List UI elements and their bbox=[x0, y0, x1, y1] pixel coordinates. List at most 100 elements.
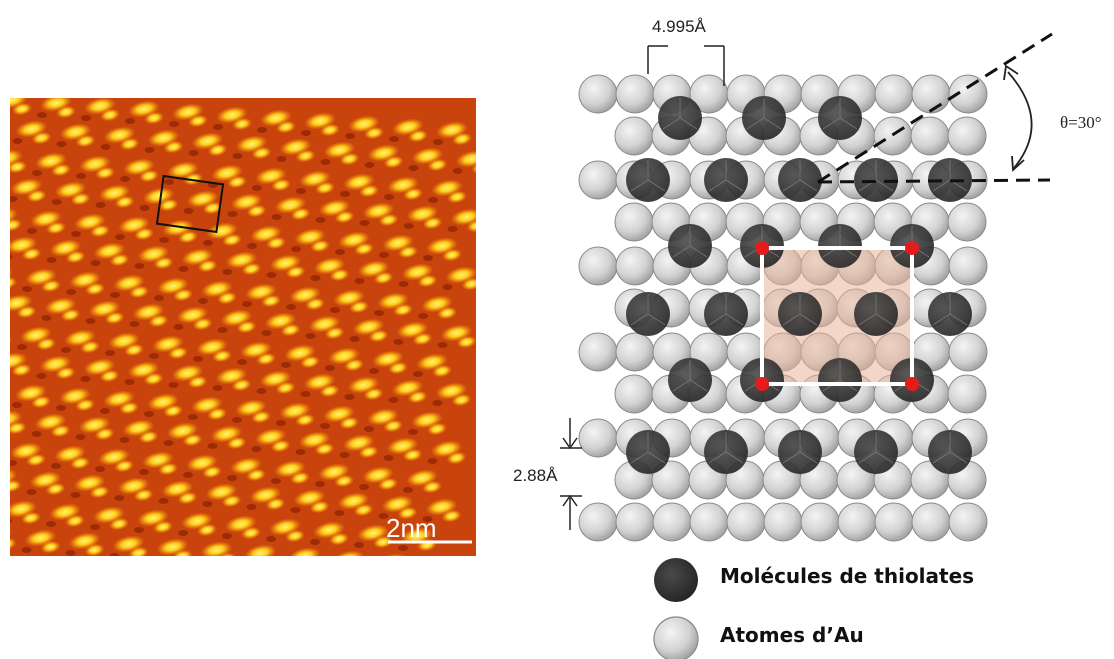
stm-spot bbox=[203, 222, 242, 247]
au-atom bbox=[874, 74, 914, 114]
stm-spot bbox=[100, 126, 140, 151]
stm-spot bbox=[0, 379, 8, 407]
thiolate-molecule bbox=[626, 292, 670, 336]
thiolate-molecule bbox=[778, 430, 822, 474]
stm-spot bbox=[271, 196, 311, 221]
au-atom bbox=[726, 502, 766, 542]
stm-spot bbox=[422, 498, 462, 523]
stm-spot bbox=[149, 335, 188, 360]
au-atom bbox=[614, 202, 654, 242]
legend: Molécules de thiolates Atomes d’Au bbox=[653, 558, 974, 659]
stm-spot bbox=[10, 352, 32, 377]
au-atom bbox=[578, 160, 618, 200]
au-atom bbox=[947, 202, 987, 242]
au-atom bbox=[874, 502, 914, 542]
stm-spot bbox=[374, 292, 413, 317]
stm-spot bbox=[208, 164, 247, 189]
stm-spot bbox=[188, 396, 227, 421]
stm-spot bbox=[301, 112, 340, 137]
stm-spot bbox=[163, 422, 203, 447]
stm-spot bbox=[56, 387, 95, 412]
stm-spot bbox=[291, 228, 330, 253]
thiolate-molecule bbox=[626, 430, 670, 474]
au-atom bbox=[947, 116, 987, 156]
thiolate-legend-icon bbox=[654, 558, 698, 602]
stm-spot bbox=[345, 115, 384, 140]
thiolate-molecule bbox=[658, 96, 702, 140]
stm-spot bbox=[31, 413, 71, 438]
stm-spot bbox=[266, 518, 305, 543]
stm-spot-pattern bbox=[0, 98, 476, 556]
au-atom bbox=[947, 374, 987, 414]
thiolate-molecule bbox=[704, 158, 748, 202]
stm-spot bbox=[183, 454, 222, 479]
thiolate-molecule bbox=[704, 430, 748, 474]
stm-spot bbox=[70, 474, 110, 499]
stm-spot bbox=[388, 379, 428, 404]
stm-unit-cell-box bbox=[155, 174, 225, 234]
stm-spot bbox=[178, 512, 217, 537]
stm-spot bbox=[10, 265, 17, 290]
stm-spot bbox=[120, 158, 159, 183]
stm-spot bbox=[75, 416, 115, 441]
stm-spot bbox=[276, 402, 315, 427]
stm-spot bbox=[227, 193, 267, 218]
stm-spot bbox=[339, 434, 379, 459]
stm-image: 2nm bbox=[0, 98, 476, 556]
stm-spot bbox=[261, 312, 301, 337]
stm-spot bbox=[315, 463, 354, 488]
thiolate-molecule bbox=[818, 358, 862, 402]
stm-spot bbox=[46, 503, 85, 528]
stm-spot bbox=[403, 469, 442, 494]
thiolate-molecule bbox=[854, 158, 898, 202]
stm-spot bbox=[154, 277, 193, 302]
thiolate-molecule bbox=[854, 292, 898, 336]
stm-spot bbox=[418, 295, 457, 320]
au-atom bbox=[873, 116, 913, 156]
stm-spot bbox=[344, 376, 384, 401]
stm-spot bbox=[41, 297, 81, 322]
stm-spot bbox=[266, 254, 306, 279]
au-atom bbox=[578, 246, 618, 286]
angle-arc bbox=[1007, 71, 1033, 169]
stm-spot bbox=[36, 355, 76, 380]
stm-spot bbox=[378, 495, 418, 520]
stm-spot bbox=[413, 353, 452, 378]
au-atom bbox=[911, 74, 951, 114]
stm-spot bbox=[10, 98, 32, 116]
stm-spot bbox=[10, 178, 47, 203]
stm-spot bbox=[17, 326, 56, 351]
stm-spot bbox=[383, 437, 423, 462]
angle-ray-horizontal bbox=[817, 178, 1051, 184]
angle-annotation: θ=30° bbox=[817, 32, 1102, 184]
au-atom bbox=[615, 74, 655, 114]
dimension-arrow bbox=[562, 494, 578, 507]
stm-spot bbox=[237, 341, 276, 366]
thiolate-molecule bbox=[928, 292, 972, 336]
stm-spot bbox=[144, 393, 183, 418]
stm-spot bbox=[217, 309, 257, 334]
stm-spot bbox=[349, 318, 389, 343]
stm-spot bbox=[71, 213, 110, 238]
au-atom bbox=[910, 116, 950, 156]
stm-spot bbox=[384, 176, 423, 201]
stm-spot bbox=[330, 289, 369, 314]
stm-spot bbox=[61, 329, 100, 354]
stm-spot bbox=[442, 266, 476, 291]
stm-spot bbox=[359, 466, 398, 491]
thiolate-molecule bbox=[742, 96, 786, 140]
au-atom bbox=[948, 74, 988, 114]
stm-spot bbox=[188, 132, 228, 157]
thiolate-molecule bbox=[668, 224, 712, 268]
angle-label: θ=30° bbox=[1060, 113, 1102, 132]
stm-spot bbox=[359, 202, 399, 227]
unit-cell-border bbox=[760, 246, 914, 386]
stm-spot bbox=[134, 245, 174, 270]
stm-spot bbox=[198, 280, 237, 305]
stm-spot bbox=[12, 384, 51, 409]
stm-spot bbox=[398, 263, 438, 288]
thiolate-spacing-dimension: 4.995Å bbox=[647, 17, 725, 86]
stm-spot bbox=[100, 390, 139, 415]
stm-spot bbox=[178, 248, 218, 273]
stm-spot bbox=[232, 399, 271, 424]
